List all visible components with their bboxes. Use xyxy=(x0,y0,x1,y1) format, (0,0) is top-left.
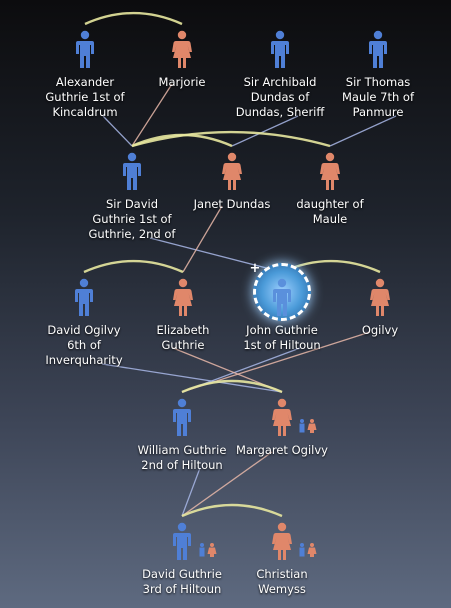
name-line: Janet Dundas xyxy=(193,197,271,211)
marriage-arcs xyxy=(83,11,381,518)
female-person-icon xyxy=(173,278,193,316)
person-name: Margaret Ogilvy xyxy=(227,443,337,458)
name-line: Maule 7th of xyxy=(341,90,415,104)
marriage-arc xyxy=(181,503,283,518)
parent-link xyxy=(329,115,397,147)
male-person-icon xyxy=(75,278,93,316)
male-person-icon xyxy=(273,278,291,316)
name-line: 6th of xyxy=(67,338,101,352)
marriage-arc xyxy=(83,259,184,274)
name-line: Panmure xyxy=(352,105,404,119)
female-person-icon xyxy=(272,522,292,560)
female-person-icon xyxy=(272,398,292,436)
name-line: Guthrie, 2nd of xyxy=(88,227,176,241)
parent-link xyxy=(231,115,299,147)
name-line: William Guthrie xyxy=(137,443,227,457)
person-marjorie[interactable]: Marjorie xyxy=(127,30,237,90)
marriage-arc xyxy=(131,130,331,148)
name-line: Guthrie xyxy=(161,338,205,352)
name-line: Inverquharity xyxy=(45,353,123,367)
name-line: David Ogilvy xyxy=(47,323,121,337)
children-icon[interactable] xyxy=(297,542,317,558)
children-icon[interactable] xyxy=(197,542,217,558)
name-line: Kincaldrum xyxy=(52,105,118,119)
parent-link xyxy=(102,115,133,147)
parent-link xyxy=(182,205,223,273)
female-person-icon xyxy=(222,152,242,190)
person-name: Ogilvy xyxy=(325,323,435,338)
name-line: Marjorie xyxy=(158,75,206,89)
male-person-icon xyxy=(369,30,387,68)
name-line: Wemyss xyxy=(258,582,306,596)
male-person-icon xyxy=(76,30,94,68)
male-person-icon xyxy=(123,152,141,190)
name-line: Elizabeth xyxy=(156,323,210,337)
person-ogilvy[interactable]: Ogilvy xyxy=(325,278,435,338)
name-line: David Guthrie xyxy=(142,567,222,581)
male-person-icon xyxy=(271,30,289,68)
children-icon[interactable] xyxy=(297,418,317,434)
plus-icon[interactable]: + xyxy=(249,261,261,276)
name-line: daughter of xyxy=(296,197,364,211)
parent-link xyxy=(101,363,283,393)
female-person-icon xyxy=(370,278,390,316)
name-line: 1st of Hiltoun xyxy=(243,338,321,352)
name-line: John Guthrie xyxy=(246,323,318,337)
male-person-icon xyxy=(173,398,191,436)
name-line: 2nd of Hiltoun xyxy=(141,458,223,472)
parent-link xyxy=(181,467,201,517)
parent-link xyxy=(181,451,273,517)
parent-link xyxy=(149,237,283,273)
person-margaret[interactable]: Margaret Ogilvy xyxy=(227,398,337,458)
marriage-arc xyxy=(84,11,183,26)
marriage-arc xyxy=(131,133,233,148)
name-line: Alexander xyxy=(55,75,115,89)
male-person-icon xyxy=(173,522,191,560)
name-line: Maule xyxy=(312,212,348,226)
female-person-icon xyxy=(320,152,340,190)
name-line: Ogilvy xyxy=(361,323,399,337)
name-line: Sir Thomas xyxy=(345,75,411,89)
name-line: Margaret Ogilvy xyxy=(236,443,328,457)
person-name: Marjorie xyxy=(127,75,237,90)
name-line: Sir Archibald xyxy=(243,75,317,89)
name-line: Guthrie 1st of xyxy=(92,212,172,226)
name-line: Christian xyxy=(256,567,308,581)
marriage-arc xyxy=(181,379,283,394)
name-line: Sir David xyxy=(105,197,159,211)
name-line: 3rd of Hiltoun xyxy=(142,582,222,596)
person-janet[interactable]: Janet Dundas xyxy=(177,152,287,212)
name-line: Dundas, Sheriff xyxy=(235,105,325,119)
name-line: Dundas of xyxy=(250,90,310,104)
female-person-icon xyxy=(172,30,192,68)
person-name: Janet Dundas xyxy=(177,197,287,212)
parent-link xyxy=(131,83,173,147)
name-line: Guthrie 1st of xyxy=(45,90,125,104)
